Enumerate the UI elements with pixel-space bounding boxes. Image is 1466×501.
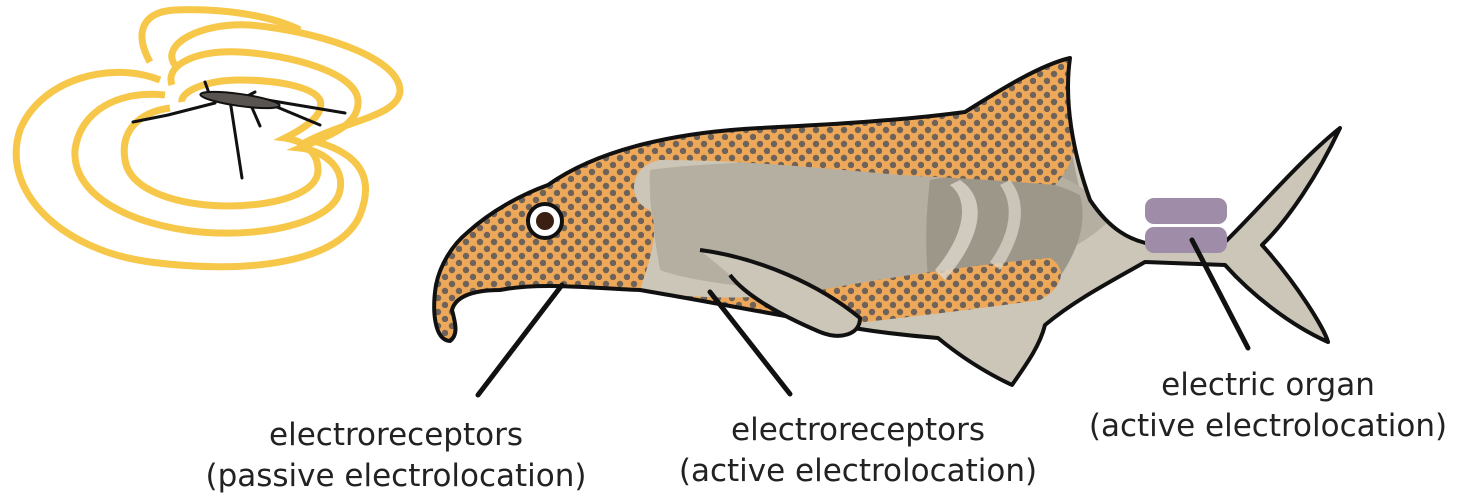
label-passive-receptors-line2: (passive electrolocation) [205,458,586,494]
label-active-receptors-line1: electroreceptors [731,412,985,448]
electric-field-lines [16,10,400,267]
electric-organ [1145,198,1227,253]
pointer-passive-receptors [478,285,562,395]
label-active-receptors: electroreceptors (active electrolocation… [679,412,1037,489]
eye [528,204,562,238]
label-active-receptors-line2: (active electrolocation) [679,453,1037,489]
label-passive-receptors: electroreceptors (passive electrolocatio… [205,417,586,494]
fish [420,50,1360,400]
label-electric-organ-line1: electric organ [1161,367,1375,403]
label-electric-organ-line2: (active electrolocation) [1089,408,1447,444]
label-electric-organ: electric organ (active electrolocation) [1089,367,1447,444]
label-passive-receptors-line1: electroreceptors [269,417,523,453]
